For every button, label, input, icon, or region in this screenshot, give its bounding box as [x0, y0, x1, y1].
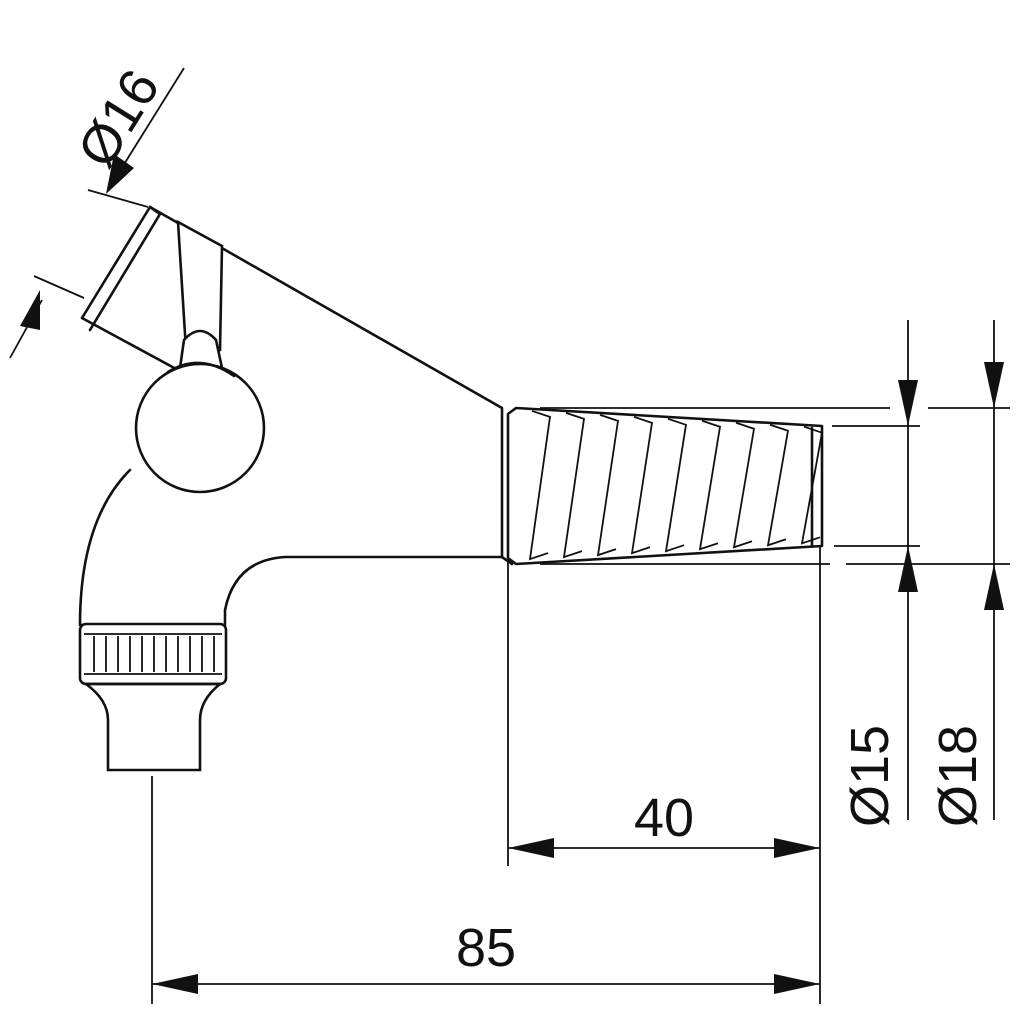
handle-stem	[176, 219, 224, 352]
threaded-stem	[506, 406, 824, 566]
handle-knob-top	[166, 361, 236, 378]
dimension-thread-diameters: Ø15 Ø18	[540, 320, 1010, 827]
handle-neck	[178, 329, 224, 370]
nozzle	[82, 682, 224, 772]
outlet-inner-edge	[88, 205, 162, 332]
thread-crest	[528, 410, 551, 561]
thread-crest	[596, 414, 620, 557]
dim-label-overall-length: 85	[456, 918, 516, 978]
dimension-diameter-16: Ø16	[9, 59, 185, 359]
arrow-15-top	[898, 380, 918, 426]
handle	[134, 219, 266, 494]
handle-knob	[134, 362, 266, 494]
thread-crest	[800, 425, 824, 545]
dim-label-diameter-18: Ø18	[928, 725, 988, 827]
dim-label-diameter-16: Ø16	[66, 59, 171, 177]
thread-crest	[698, 419, 722, 551]
body-thread-step	[500, 555, 514, 566]
arrow-18-top	[984, 362, 1004, 408]
dimension-overall-length-85: 85	[151, 776, 820, 1004]
thread-crest	[630, 415, 654, 555]
outlet-bevel	[80, 316, 180, 372]
thread-crest	[732, 421, 756, 549]
thread-crest	[664, 417, 688, 553]
thread-crest	[766, 423, 790, 547]
dimension-thread-length-40: 40	[507, 546, 821, 1004]
thread-outline	[506, 406, 824, 566]
dim-label-diameter-15: Ø15	[840, 725, 900, 827]
knurled-nut	[78, 622, 228, 686]
dim-label-thread-length: 40	[634, 788, 694, 848]
thread-crest	[562, 412, 585, 559]
arrow-15-bottom	[898, 546, 918, 592]
arrow-18-bottom	[984, 564, 1004, 610]
